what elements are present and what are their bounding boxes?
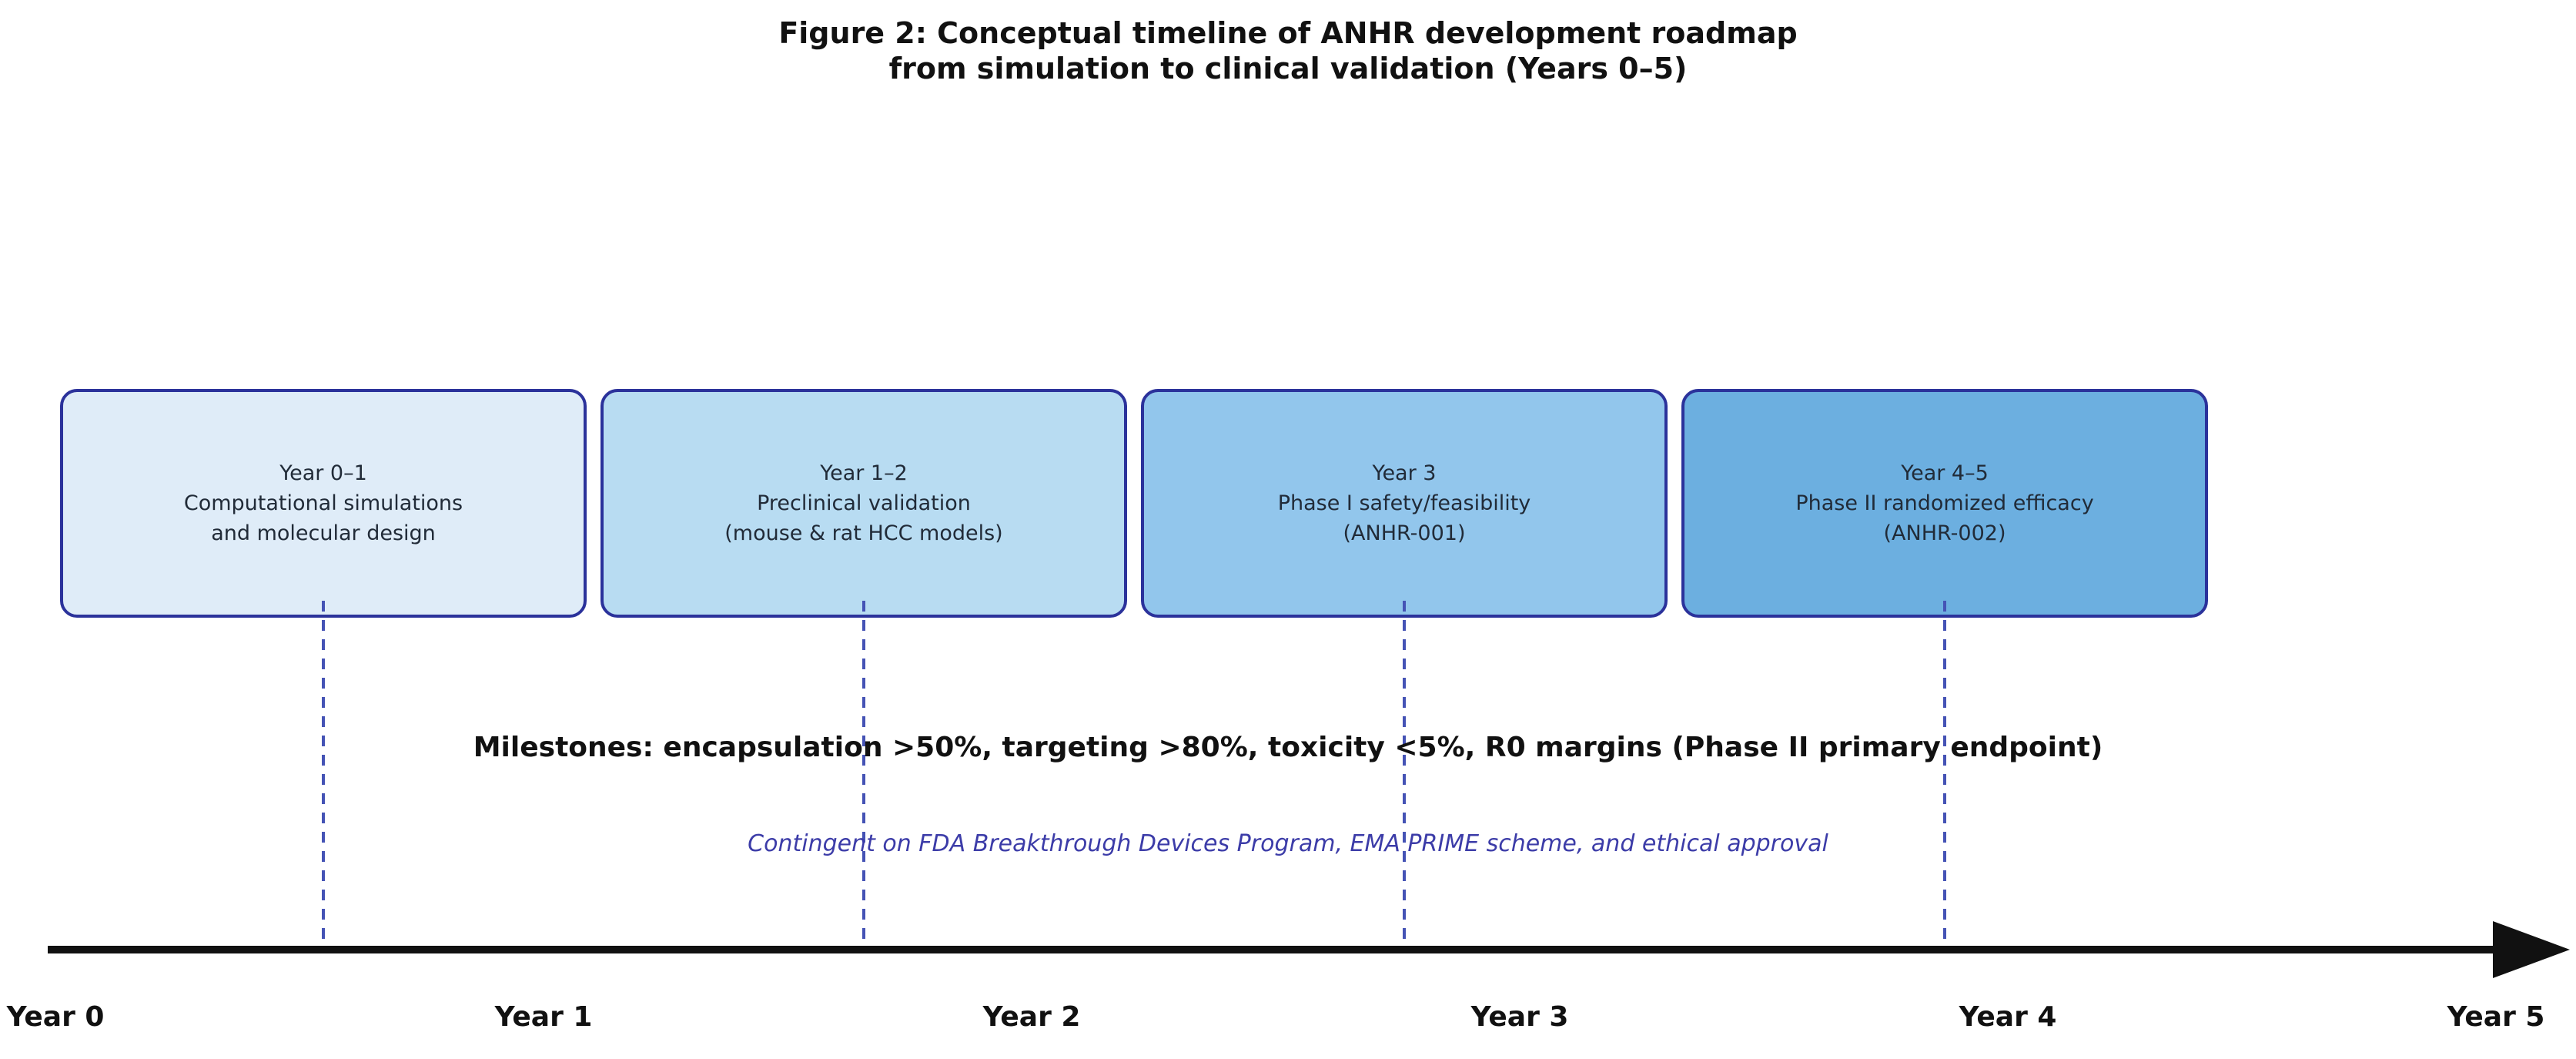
phase-name: Computational simulations [183,491,463,515]
phase-detail: and molecular design [211,521,436,545]
phase-detail: (mouse & rat HCC models) [724,521,1003,545]
dashed-connector-line [862,601,865,943]
axis-label-year-4: Year 4 [1959,1001,2057,1033]
phase-box-phase2: Year 4–5 Phase II randomized efficacy (A… [1681,389,2208,618]
dashed-connector-line [1943,601,1946,943]
phase-name: Phase II randomized efficacy [1795,491,2094,515]
phase-detail: (ANHR-001) [1343,521,1466,545]
axis-label-year-0: Year 0 [6,1001,105,1033]
phase-name: Preclinical validation [757,491,971,515]
figure-title: Figure 2: Conceptual timeline of ANHR de… [0,15,2576,86]
phase-period: Year 0–1 [279,461,367,485]
dashed-connector-line [322,601,325,943]
phase-detail: (ANHR-002) [1883,521,2006,545]
axis-label-year-2: Year 2 [982,1001,1081,1033]
axis-label-year-1: Year 1 [494,1001,593,1033]
phase-period: Year 4–5 [1901,461,1989,485]
phase-name: Phase I safety/feasibility [1277,491,1531,515]
phase-period: Year 1–2 [820,461,908,485]
contingency-note: Contingent on FDA Breakthrough Devices P… [748,830,1828,857]
figure-title-line2: from simulation to clinical validation (… [888,52,1688,85]
timeline-axis [48,946,2502,953]
phase-box-simulation: Year 0–1 Computational simulations and m… [60,389,587,618]
phase-period: Year 3 [1372,461,1437,485]
axis-label-year-3: Year 3 [1470,1001,1569,1033]
timeline-arrowhead-icon [2493,921,2570,978]
milestones-text: Milestones: encapsulation >50%, targetin… [473,732,2103,763]
dashed-connector-line [1403,601,1406,943]
phase-box-phase1: Year 3 Phase I safety/feasibility (ANHR-… [1141,389,1668,618]
phase-box-preclinical: Year 1–2 Preclinical validation (mouse &… [601,389,1127,618]
figure-title-line1: Figure 2: Conceptual timeline of ANHR de… [778,16,1798,50]
axis-label-year-5: Year 5 [2447,1001,2545,1033]
